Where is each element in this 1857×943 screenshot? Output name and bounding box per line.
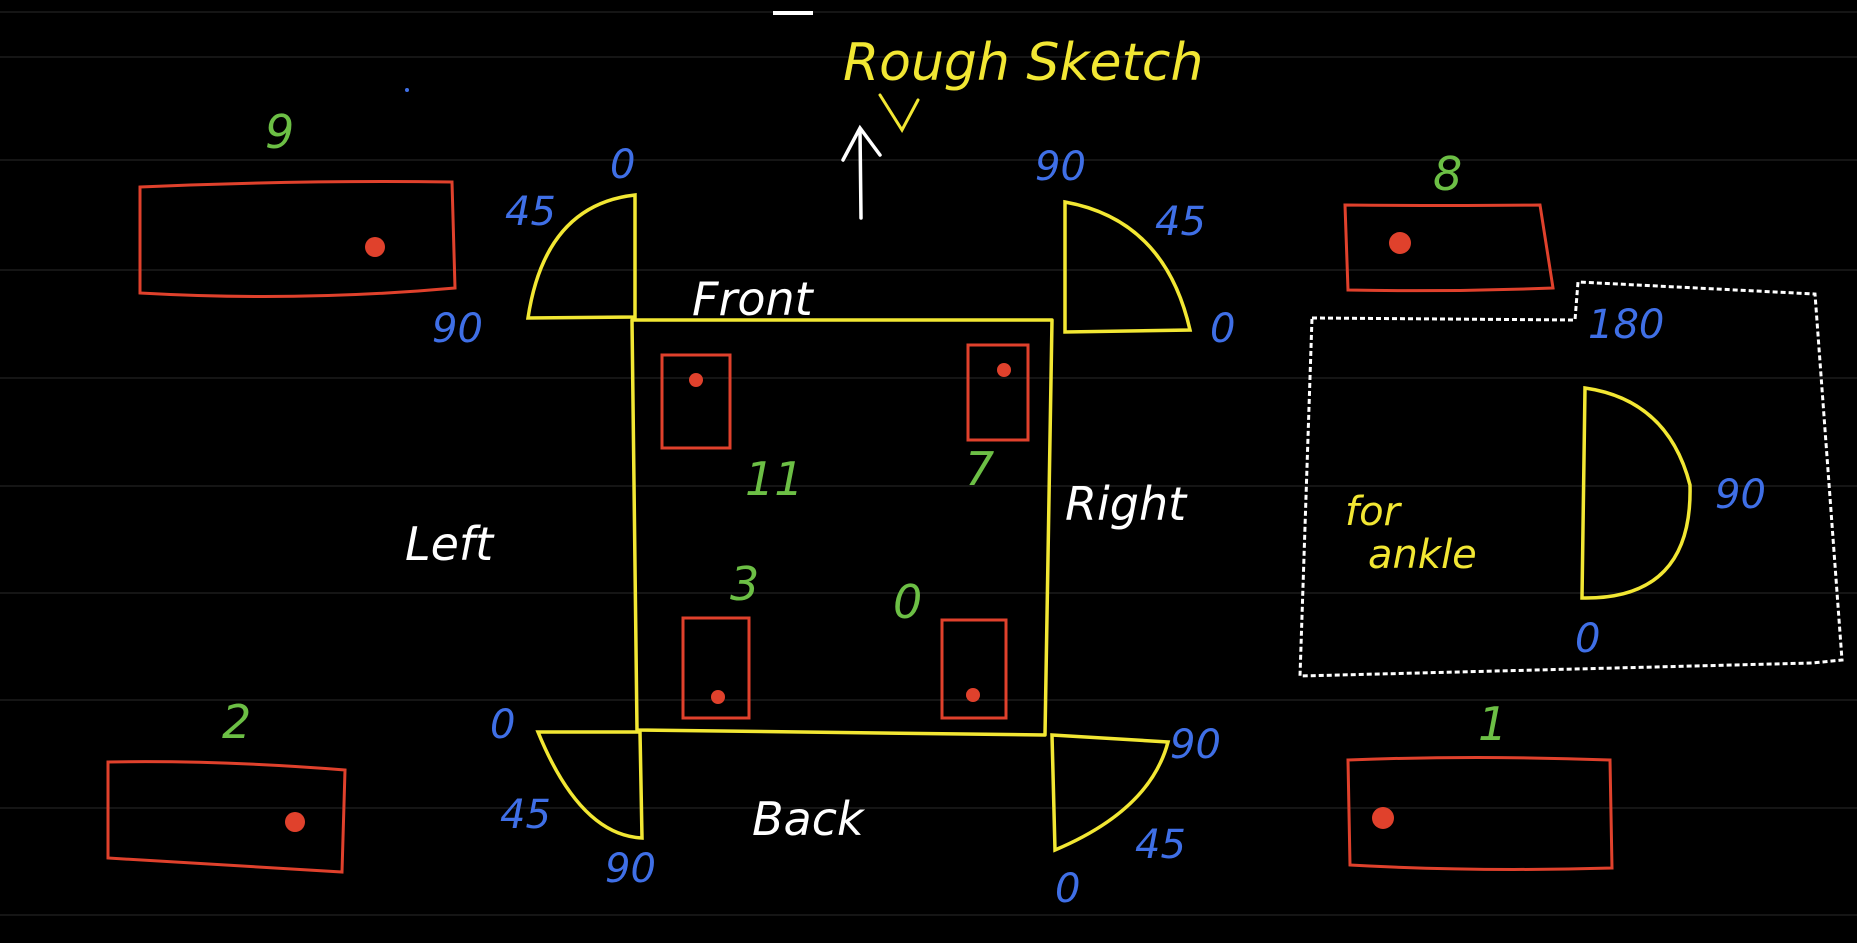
angle-front-left-mid: 45 (505, 189, 556, 235)
servo-id-inner-front-right: 7 (965, 442, 994, 496)
angle-front-right-top: 90 (1035, 144, 1086, 190)
servo-id-inner-back-left: 3 (730, 557, 759, 611)
angle-back-left-top: 0 (490, 702, 515, 748)
leg-segment-front-left (525, 193, 637, 320)
ankle-note-line1: for (1345, 489, 1403, 535)
angle-back-right-top: 90 (1170, 722, 1221, 768)
servo-outer-bottom-right (1346, 756, 1614, 871)
label-front: Front (692, 272, 815, 326)
title-check-mark (878, 93, 920, 133)
angle-back-right-mid: 45 (1135, 822, 1186, 868)
servo-id-bottom-left-outer: 2 (222, 695, 251, 749)
angle-back-left-bottom: 90 (605, 846, 656, 892)
robot-body-outline (630, 318, 1054, 737)
servo-id-inner-front-left: 11 (745, 452, 804, 506)
leg-segment-back-left (535, 730, 644, 840)
angle-ankle-bottom: 0 (1575, 616, 1600, 662)
servo-outer-top-left (138, 180, 457, 299)
leg-segment-front-right (1063, 199, 1193, 334)
ankle-d-shape (1580, 385, 1692, 600)
label-right: Right (1065, 477, 1188, 531)
servo-id-top-right-outer: 8 (1433, 147, 1462, 201)
angle-front-right-end: 0 (1210, 306, 1235, 352)
servo-id-bottom-right-outer: 1 (1478, 697, 1507, 751)
angle-ankle-top: 180 (1588, 302, 1664, 348)
label-left: Left (405, 517, 495, 571)
servo-inner-front-right (966, 343, 1030, 442)
servo-outer-top-right (1343, 203, 1555, 293)
angle-ankle-right: 90 (1715, 472, 1766, 518)
servo-inner-back-left (681, 616, 751, 720)
label-back: Back (752, 792, 866, 846)
angle-front-right-mid: 45 (1155, 199, 1206, 245)
servo-id-top-left-outer: 9 (265, 105, 294, 159)
blue-dot-mark (405, 88, 409, 92)
angle-back-left-mid: 45 (500, 792, 551, 838)
servo-inner-back-right (940, 618, 1008, 720)
servo-outer-bottom-left (106, 760, 347, 874)
servo-inner-front-left (660, 353, 732, 450)
sketch-title: Rough Sketch (843, 33, 1203, 93)
ruled-lines (0, 11, 1857, 916)
servo-id-inner-back-right: 0 (893, 575, 922, 629)
leg-segment-back-right (1050, 733, 1171, 853)
ankle-note-line2: ankle (1368, 532, 1477, 578)
angle-back-right-bottom: 0 (1055, 866, 1080, 912)
angle-front-left-top: 0 (610, 142, 635, 188)
up-arrow-icon (841, 124, 882, 220)
ankle-detail-frame (1298, 280, 1844, 678)
angle-top-left-outer-end: 90 (432, 306, 483, 352)
